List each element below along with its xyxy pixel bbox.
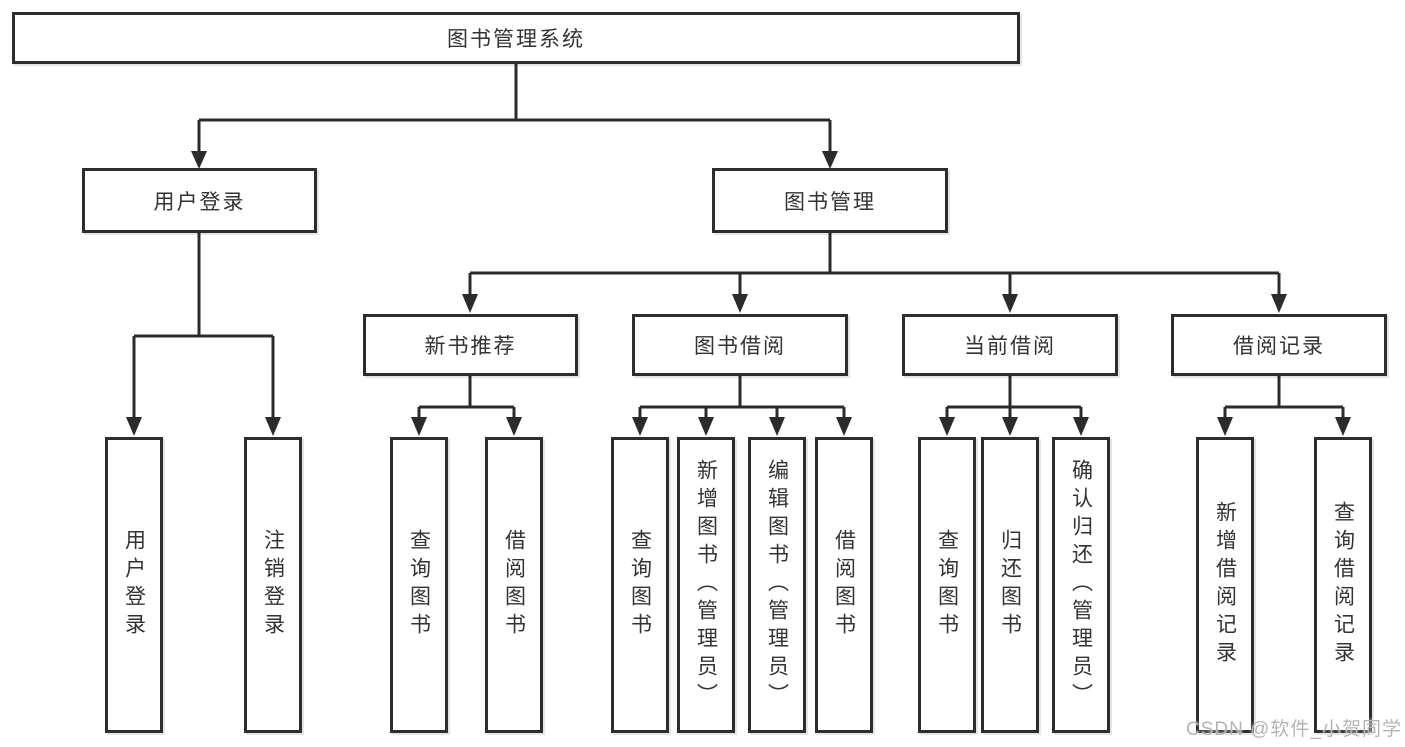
arrowhead-leaf-add-borrow-record — [1217, 417, 1233, 436]
connector-new-book-recommend-to-leaves — [417, 376, 516, 419]
arrowhead-leaf-confirm-return — [1073, 417, 1089, 436]
arrowhead-book-borrow — [732, 294, 748, 313]
connector-book-management-to-level3 — [468, 233, 1281, 296]
arrowhead-leaf-borrow-books-1 — [506, 417, 522, 436]
arrowhead-leaf-add-book — [698, 417, 714, 436]
arrowhead-borrow-records — [1271, 294, 1287, 313]
leaf-query-borrow-record: 查询借阅记录 — [1314, 437, 1372, 733]
leaf-query-books-2: 查询图书 — [611, 437, 669, 733]
csdn-watermark: CSDN @软件_小贺同学 — [1186, 719, 1402, 740]
connector-user-login-to-leaves — [132, 233, 275, 419]
leaf-logout: 注销登录 — [244, 437, 302, 733]
arrowhead-leaf-logout — [265, 417, 281, 436]
node-borrow-records-label: 借阅记录 — [1233, 335, 1325, 358]
connector-current-borrow-to-leaves — [945, 376, 1083, 419]
arrowhead-leaf-return-book — [1002, 417, 1018, 436]
leaf-add-book-admin: 新增图书（管理员） — [677, 437, 735, 733]
node-user-login-label: 用户登录 — [153, 190, 246, 214]
leaf-add-borrow-record: 新增借阅记录 — [1196, 437, 1254, 733]
node-borrow-records: 借阅记录 — [1171, 314, 1387, 376]
arrowhead-book-management — [822, 151, 838, 169]
leaf-confirm-return-admin: 确认归还（管理员） — [1052, 437, 1110, 733]
arrowhead-leaf-user-login — [126, 417, 142, 436]
node-new-book-recommend: 新书推荐 — [363, 314, 578, 376]
leaf-return-book: 归还图书 — [981, 437, 1039, 733]
arrowhead-leaf-query-books-2 — [632, 417, 648, 436]
arrowhead-leaf-borrow-books-2 — [836, 417, 852, 436]
node-current-borrow-label: 当前借阅 — [964, 335, 1056, 358]
leaf-borrow-books-2: 借阅图书 — [815, 437, 873, 733]
connector-root-to-level2 — [197, 64, 832, 153]
node-new-book-recommend-label: 新书推荐 — [424, 335, 517, 358]
node-root-label: 图书管理系统 — [447, 28, 585, 51]
leaf-query-books-1: 查询图书 — [390, 437, 448, 733]
node-book-management: 图书管理 — [712, 168, 948, 233]
connector-book-borrow-to-leaves — [638, 376, 846, 419]
node-root: 图书管理系统 — [12, 12, 1020, 64]
arrowhead-user-login — [191, 151, 207, 169]
leaf-borrow-books-1: 借阅图书 — [485, 437, 543, 733]
leaf-user-login: 用户登录 — [105, 437, 163, 733]
arrowhead-new-book-recommend — [462, 294, 478, 313]
arrowhead-leaf-edit-book — [769, 417, 785, 436]
arrowhead-current-borrow — [1002, 294, 1018, 313]
node-book-borrow-label: 图书借阅 — [694, 335, 786, 358]
node-book-management-label: 图书管理 — [784, 190, 876, 214]
arrowhead-leaf-query-books-1 — [411, 417, 427, 436]
node-book-borrow: 图书借阅 — [632, 314, 848, 376]
arrowhead-leaf-query-books-3 — [939, 417, 955, 436]
node-current-borrow: 当前借阅 — [902, 314, 1118, 376]
leaf-edit-book-admin: 编辑图书（管理员） — [748, 437, 806, 733]
node-user-login: 用户登录 — [82, 168, 317, 233]
connector-borrow-records-to-leaves — [1223, 376, 1345, 419]
leaf-query-books-3: 查询图书 — [918, 437, 976, 733]
arrowhead-leaf-query-borrow-record — [1335, 417, 1351, 436]
